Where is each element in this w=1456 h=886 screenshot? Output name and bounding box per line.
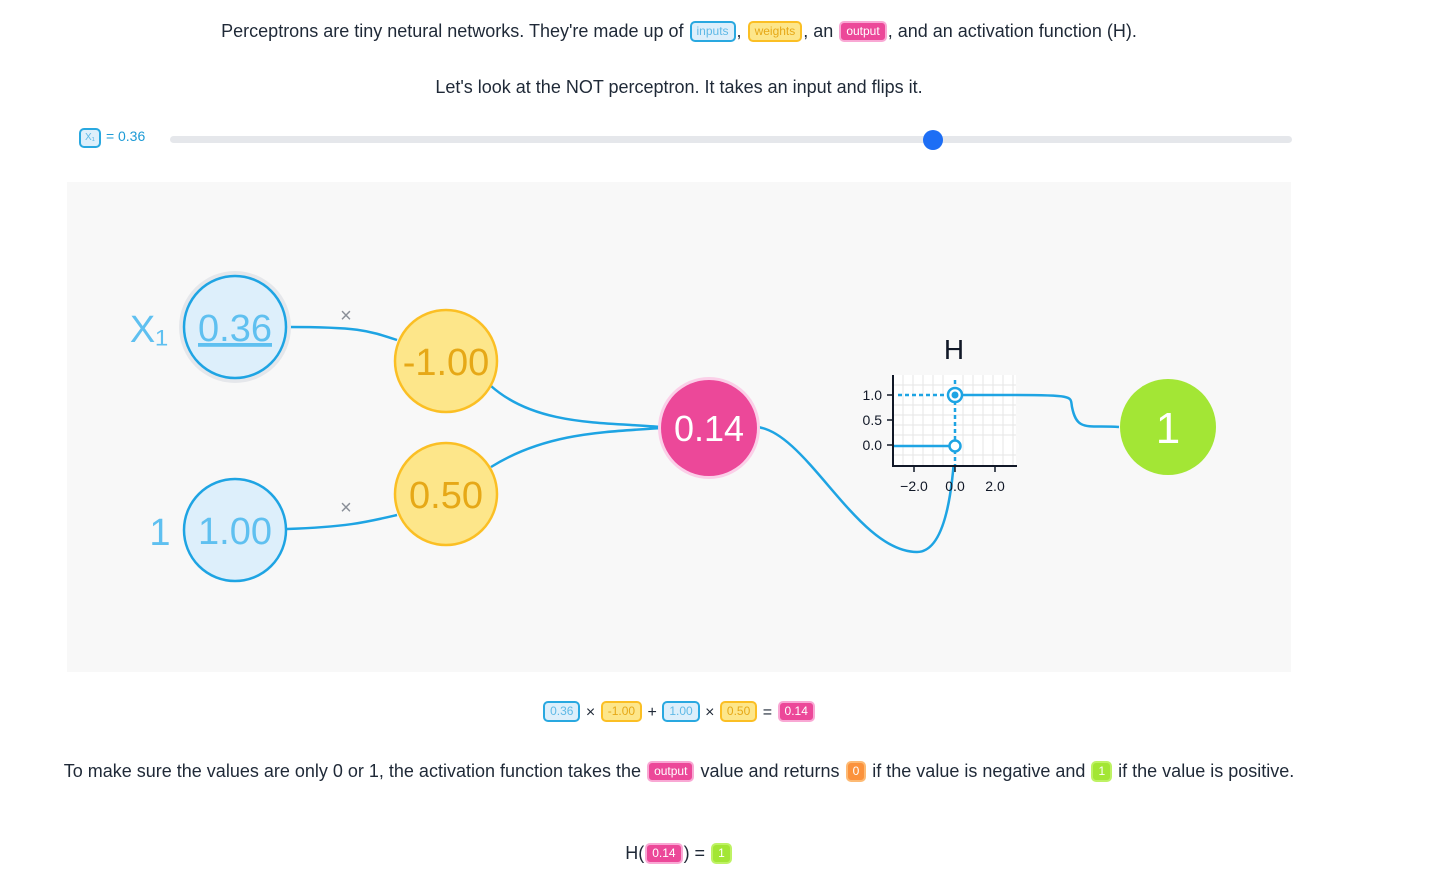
activation-xtick-1: −2.0 — [900, 478, 928, 494]
weights-tag: weights — [747, 21, 803, 42]
activation-plot: H 1 — [863, 334, 1017, 494]
explanation-part3: if the value is negative and — [872, 761, 1086, 781]
perceptron-diagram-panel: × × X₁ 0.36 1 1.00 -1.00 0.50 0.14 H — [67, 182, 1291, 672]
eq-x1: 0.36 — [543, 701, 581, 722]
edge-weight2-to-sum — [490, 426, 662, 469]
activation-explanation: To make sure the values are only 0 or 1,… — [0, 756, 1358, 787]
activation-grid — [893, 375, 1016, 465]
edge-weight1-to-sum — [490, 385, 662, 429]
edge-activation-to-output — [1016, 393, 1120, 429]
weighted-sum-equation: 0.36 × -1.00 + 1.00 × 0.50 = 0.14 — [0, 701, 1358, 722]
activation-xtick-2: 0.0 — [945, 478, 965, 494]
step-open-circle — [948, 439, 962, 453]
weight-1-node — [393, 308, 499, 414]
explanation-part2: value and returns — [700, 761, 840, 781]
input-x1-node[interactable] — [182, 274, 288, 380]
input-bias-node — [182, 477, 288, 583]
final-output-value: 1 — [1156, 404, 1180, 453]
intro-prefix: Perceptrons are tiny netural networks. T… — [221, 21, 684, 41]
h-eq-middle: ) = — [683, 843, 706, 863]
activation-title: H — [944, 334, 964, 365]
intro-text: Perceptrons are tiny netural networks. T… — [0, 21, 1358, 42]
multiply-sign-2: × — [340, 497, 352, 519]
activation-ytick-2: 0.5 — [863, 412, 883, 428]
h-equation: H(0.14) = 1 — [0, 843, 1358, 864]
h-eq-prefix: H( — [625, 843, 645, 863]
activation-xtick-3: 2.0 — [985, 478, 1005, 494]
slider-variable-tag: X₁ — [79, 128, 102, 148]
activation-ytick-1: 1.0 — [863, 387, 883, 403]
input-bias-value: 1.00 — [198, 511, 272, 553]
eq-w2: 0.50 — [719, 701, 758, 722]
activation-ytick-3: 0.0 — [863, 437, 883, 453]
eq-op2: + — [647, 704, 657, 721]
eq-bias: 1.00 — [662, 701, 700, 722]
eq-equals: = — [762, 704, 773, 721]
h-eq-value: 0.14 — [645, 843, 683, 864]
intro-sep1: , — [736, 21, 742, 41]
x1-slider-thumb[interactable] — [922, 130, 943, 150]
edge-bias-to-weight2 — [286, 513, 398, 531]
current-value-marker-dot — [951, 391, 959, 399]
perceptron-diagram: × × X₁ 0.36 1 1.00 -1.00 0.50 0.14 H — [130, 271, 1216, 583]
explanation-part4: if the value is positive. — [1118, 761, 1295, 781]
explanation-zero-tag: 0 — [845, 761, 867, 782]
x1-slider-row: X₁ = 0.36 — [78, 127, 1292, 153]
explanation-one-tag: 1 — [1091, 761, 1113, 782]
h-eq-result: 1 — [711, 843, 732, 864]
output-tag: output — [839, 21, 887, 42]
eq-op3: × — [705, 704, 715, 721]
subtitle: Let's look at the NOT perceptron. It tak… — [435, 77, 923, 97]
final-output-node — [1120, 379, 1216, 475]
sum-node — [661, 380, 757, 476]
sum-value: 0.14 — [674, 408, 744, 449]
activation-ticks — [887, 394, 996, 472]
eq-op1: × — [585, 704, 596, 721]
slider-label: X₁ = 0.36 — [78, 128, 145, 148]
input-x1-value[interactable]: 0.36 — [198, 308, 272, 350]
inputs-tag: inputs — [689, 21, 736, 42]
multiply-sign-1: × — [340, 305, 352, 327]
weight-1-value: -1.00 — [403, 342, 490, 384]
weight-2-value: 0.50 — [409, 475, 483, 517]
input-bias-label: 1 — [149, 512, 170, 554]
intro-suffix: , and an activation function (H). — [887, 21, 1137, 41]
eq-w1: -1.00 — [600, 701, 643, 722]
explanation-output-tag: output — [647, 761, 695, 782]
eq-result: 0.14 — [777, 701, 815, 722]
edge-x1-to-weight1 — [286, 325, 398, 342]
intro-sep2: , an — [803, 21, 834, 41]
x1-slider-track[interactable] — [170, 130, 1292, 150]
edge-sum-to-activation — [756, 425, 957, 554]
explanation-part1: To make sure the values are only 0 or 1,… — [63, 761, 642, 781]
input-x1-label: X₁ — [130, 309, 168, 351]
connections — [286, 325, 1120, 554]
slider-value-text: = 0.36 — [105, 128, 146, 144]
weight-2-node — [393, 441, 499, 547]
